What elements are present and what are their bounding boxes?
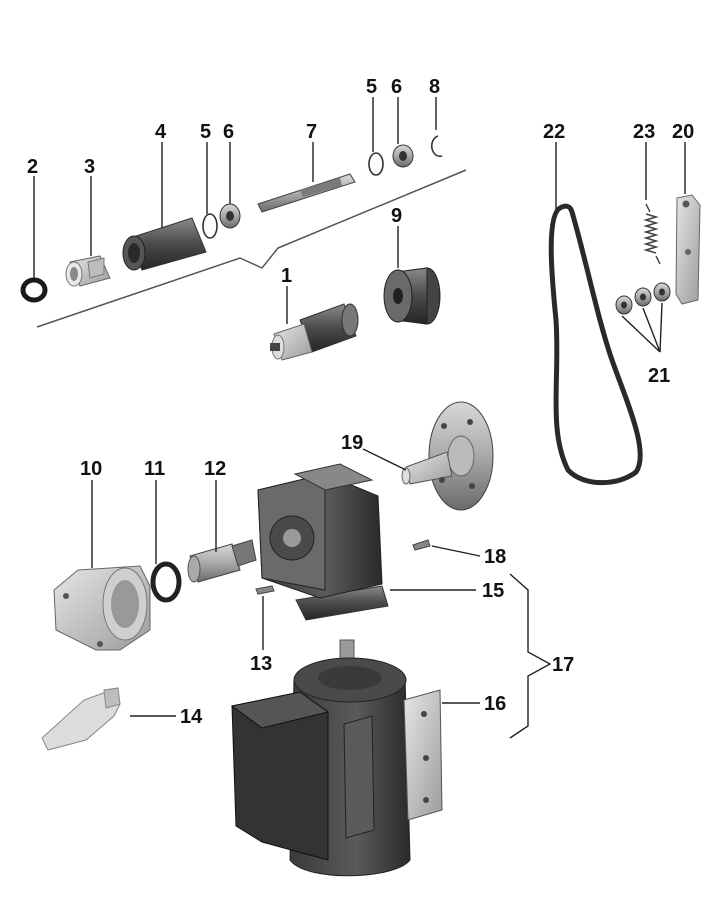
part-23-spring bbox=[643, 203, 661, 265]
part-18-key bbox=[412, 539, 431, 551]
part-15-gearbox bbox=[257, 463, 389, 621]
label-20: 20 bbox=[672, 121, 694, 143]
part-labels: 1 2 3 4 5 6 7 5 6 8 9 22 23 20 21 19 10 … bbox=[27, 76, 694, 728]
label-14: 14 bbox=[180, 706, 203, 728]
part-11-seal-ring bbox=[150, 561, 182, 603]
part-22-belt bbox=[548, 203, 643, 486]
part-7-shaft bbox=[257, 173, 356, 213]
part-13-key bbox=[255, 585, 275, 595]
label-1: 1 bbox=[281, 265, 292, 287]
label-6b: 6 bbox=[391, 76, 402, 98]
label-12: 12 bbox=[204, 458, 226, 480]
part-2-washer bbox=[20, 277, 48, 303]
label-10: 10 bbox=[80, 458, 102, 480]
part-10-flange-housing bbox=[53, 565, 151, 651]
part-5-o-ring-left bbox=[202, 213, 218, 239]
part-6-bearing-left bbox=[219, 203, 241, 229]
label-13: 13 bbox=[250, 653, 272, 675]
label-23: 23 bbox=[633, 121, 655, 143]
part-9-pulley bbox=[383, 267, 441, 325]
assembly-divider-line bbox=[36, 169, 467, 328]
label-21: 21 bbox=[648, 365, 670, 387]
part-5-o-ring-right bbox=[368, 152, 384, 176]
label-5a: 5 bbox=[200, 121, 211, 143]
label-2: 2 bbox=[27, 156, 38, 178]
label-16: 16 bbox=[484, 693, 506, 715]
part-1-shaft-sleeve bbox=[270, 303, 359, 361]
label-6a: 6 bbox=[223, 121, 234, 143]
label-17: 17 bbox=[552, 654, 574, 676]
part-16-motor bbox=[230, 639, 443, 877]
leader-lines bbox=[33, 97, 686, 739]
label-9: 9 bbox=[391, 205, 402, 227]
label-15: 15 bbox=[482, 580, 504, 602]
part-8-circlip bbox=[431, 135, 443, 158]
part-4-sleeve-tube bbox=[122, 217, 207, 271]
part-12-coupling-shaft bbox=[187, 539, 257, 583]
part-14-bracket bbox=[41, 687, 121, 751]
label-18: 18 bbox=[484, 546, 506, 568]
label-5b: 5 bbox=[366, 76, 377, 98]
part-20-tension-arm bbox=[675, 194, 701, 305]
label-4: 4 bbox=[155, 121, 167, 143]
label-19: 19 bbox=[341, 432, 363, 454]
label-22: 22 bbox=[543, 121, 565, 143]
part-3-bushing bbox=[65, 255, 111, 287]
part-21-bearings bbox=[615, 282, 671, 315]
label-8: 8 bbox=[429, 76, 440, 98]
label-3: 3 bbox=[84, 156, 95, 178]
label-11: 11 bbox=[144, 458, 165, 480]
part-6-bearing-right bbox=[392, 144, 414, 168]
part-19-flange-shaft bbox=[401, 401, 494, 511]
label-7: 7 bbox=[306, 121, 317, 143]
